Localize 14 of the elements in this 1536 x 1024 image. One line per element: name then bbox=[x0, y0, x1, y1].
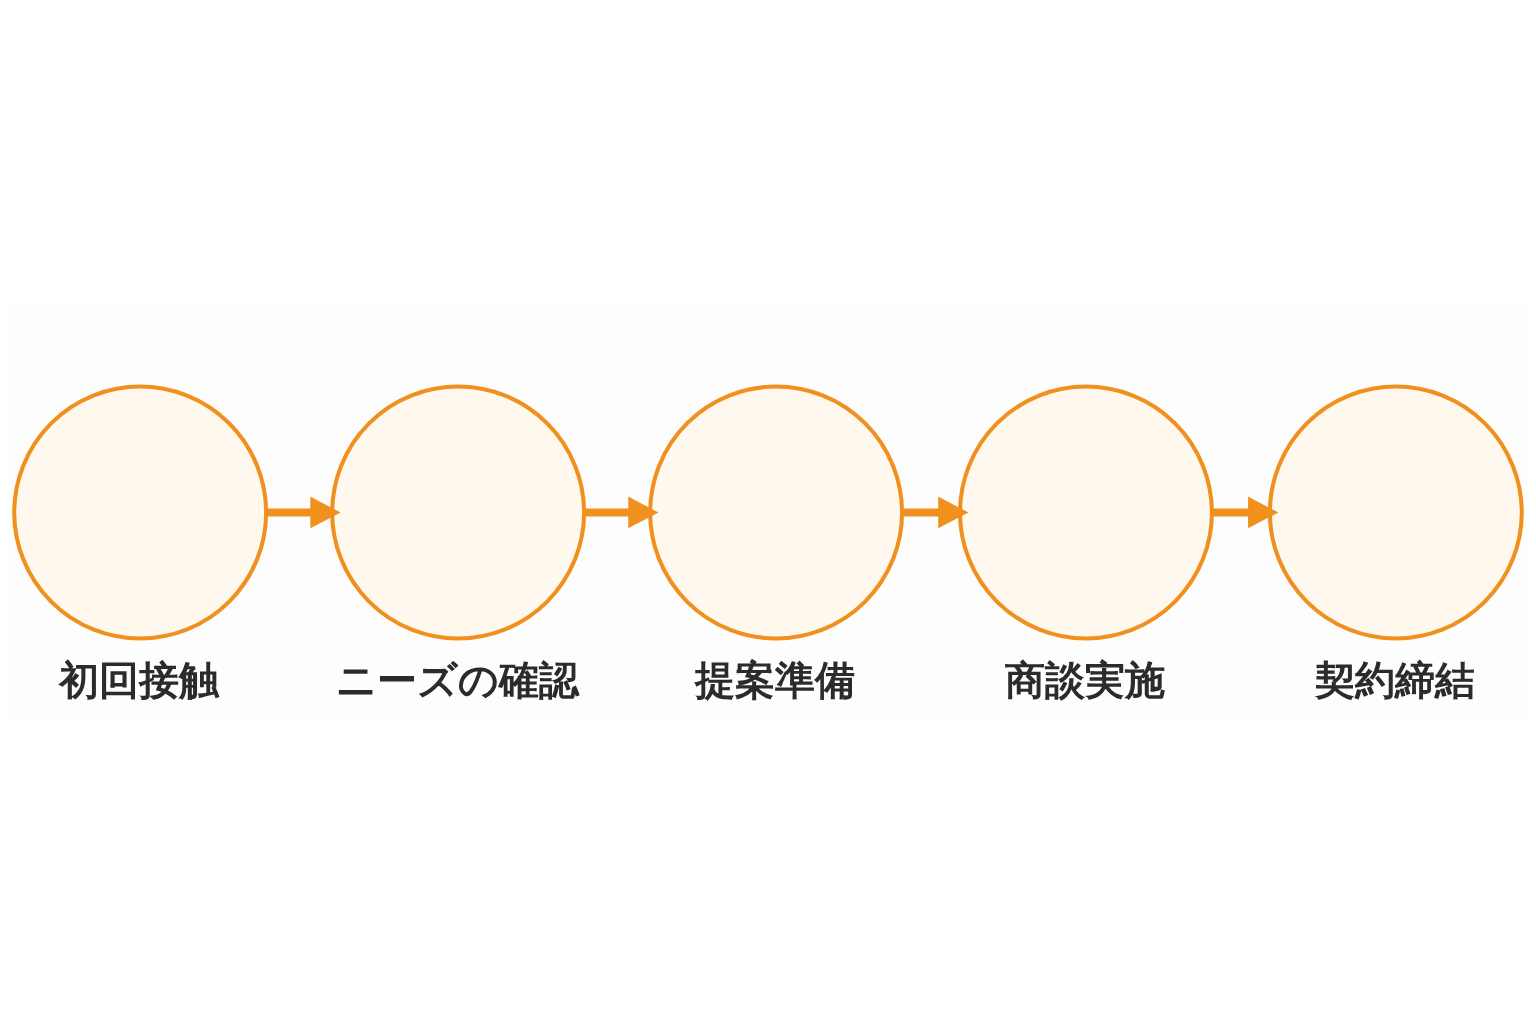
node-label: 商談実施 bbox=[1005, 655, 1166, 704]
node-label: ニーズの確認 bbox=[335, 655, 579, 704]
node-circle bbox=[330, 384, 587, 640]
arrow bbox=[266, 496, 341, 528]
node-label: 提案準備 bbox=[695, 655, 856, 704]
arrow bbox=[1212, 496, 1279, 528]
node-circle bbox=[12, 384, 269, 640]
arrow bbox=[902, 496, 969, 528]
node-circle bbox=[648, 384, 905, 640]
node-circle bbox=[957, 384, 1214, 640]
node-circle bbox=[1267, 384, 1524, 640]
node-label: 初回接触 bbox=[59, 655, 220, 704]
node-label: 契約締結 bbox=[1314, 655, 1475, 704]
arrow bbox=[584, 496, 659, 528]
